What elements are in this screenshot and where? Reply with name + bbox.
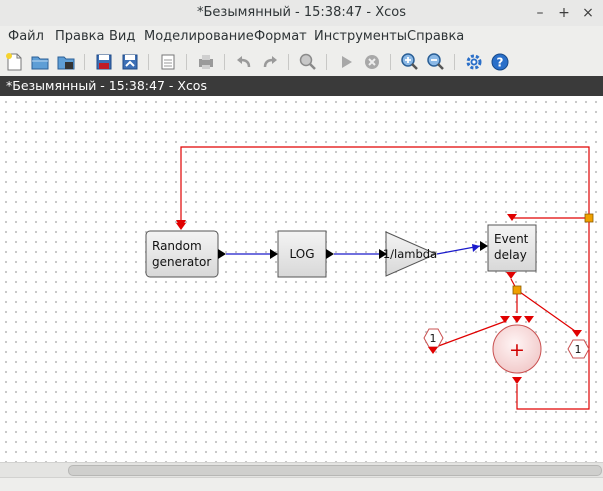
block-event-delay[interactable]: Event delay <box>480 214 537 279</box>
block-label: Random <box>152 239 202 253</box>
diagram-tab-title[interactable]: *Безымянный - 15:38:47 - Xcos <box>6 78 207 93</box>
output-port[interactable] <box>326 249 334 259</box>
stop-icon[interactable] <box>362 52 382 72</box>
block-label: Event <box>494 232 529 246</box>
close-button[interactable]: × <box>582 5 594 21</box>
print-icon[interactable] <box>158 52 178 72</box>
diagram-canvas[interactable]: Random generator LOG 1/lambda Event dela… <box>0 96 603 462</box>
menu-view[interactable]: Вид <box>109 29 136 44</box>
toolbar-separator <box>224 54 225 70</box>
block-label: + <box>509 339 525 361</box>
help-icon[interactable]: ? <box>490 52 510 72</box>
diagram-svg: Random generator LOG 1/lambda Event dela… <box>145 146 594 410</box>
split-point[interactable] <box>584 213 594 223</box>
block-const-left[interactable]: 1 <box>423 328 444 354</box>
event-link-sum-to-loop[interactable] <box>516 218 590 410</box>
zoom-fit-icon[interactable] <box>298 52 318 72</box>
event-input-port[interactable] <box>572 330 582 337</box>
redo-icon[interactable] <box>260 52 280 72</box>
menu-tools[interactable]: Инструменты <box>314 29 408 44</box>
scrollbar-thumb[interactable] <box>68 465 602 476</box>
block-gain[interactable]: 1/lambda <box>379 231 438 277</box>
block-label: 1 <box>430 332 437 345</box>
block-label: generator <box>152 255 211 269</box>
zoom-in-icon[interactable] <box>400 52 420 72</box>
menu-help[interactable]: Справка <box>407 29 465 44</box>
block-label: 1/lambda <box>383 247 437 261</box>
event-output-port[interactable] <box>506 272 516 279</box>
toolbar-separator <box>186 54 187 70</box>
new-doc-icon[interactable] <box>4 52 24 72</box>
save-as-icon[interactable] <box>120 52 140 72</box>
folder-open-icon[interactable] <box>30 52 50 72</box>
play-icon[interactable] <box>336 52 356 72</box>
input-port[interactable] <box>379 249 387 259</box>
menu-simulation[interactable]: Моделирование <box>144 29 254 44</box>
event-link-const-left-to-sum[interactable] <box>432 320 507 349</box>
event-output-port[interactable] <box>512 377 522 384</box>
menu-edit[interactable]: Правка <box>55 29 105 44</box>
block-summation[interactable]: + <box>492 316 542 384</box>
event-input-port[interactable] <box>524 316 534 323</box>
event-input-port[interactable] <box>512 316 522 323</box>
svg-text:?: ? <box>497 56 504 70</box>
window-title: *Безымянный - 15:38:47 - Xcos <box>196 5 406 20</box>
maximize-button[interactable]: + <box>558 5 570 21</box>
event-input-port[interactable] <box>507 214 517 221</box>
event-output-port[interactable] <box>428 347 438 354</box>
block-label: delay <box>494 248 527 262</box>
block-const-right[interactable]: 1 <box>567 330 590 359</box>
input-port[interactable] <box>270 249 278 259</box>
block-label: 1 <box>575 343 582 356</box>
printer-icon <box>196 52 216 72</box>
menu-file[interactable]: Файл <box>8 29 44 44</box>
block-random-generator[interactable]: Random generator <box>145 223 226 278</box>
window-titlebar: *Безымянный - 15:38:47 - Xcos – + × <box>0 0 603 27</box>
toolbar-separator <box>84 54 85 70</box>
gear-icon[interactable] <box>464 52 484 72</box>
toolbar-separator <box>288 54 289 70</box>
event-link-loop-to-random[interactable] <box>180 146 590 222</box>
horizontal-scrollbar[interactable] <box>0 462 603 477</box>
event-input-port[interactable] <box>176 223 186 230</box>
toolbar-separator <box>326 54 327 70</box>
toolbar-separator <box>454 54 455 70</box>
link-arrowhead <box>472 244 480 252</box>
toolbar-separator <box>148 54 149 70</box>
status-bar <box>0 477 603 491</box>
toolbar: ? <box>0 48 603 76</box>
minimize-button[interactable]: – <box>536 5 544 21</box>
menu-bar: Файл Правка Вид Моделирование Формат Инс… <box>0 26 603 48</box>
split-point[interactable] <box>512 285 522 295</box>
event-link-split-to-const-right[interactable] <box>516 289 576 332</box>
menu-format[interactable]: Формат <box>254 29 307 44</box>
event-input-port[interactable] <box>500 316 510 323</box>
output-port[interactable] <box>218 249 226 259</box>
folder-scilab-icon[interactable] <box>56 52 76 72</box>
diagram-tab-bar: *Безымянный - 15:38:47 - Xcos <box>0 76 603 96</box>
zoom-out-icon[interactable] <box>426 52 446 72</box>
save-icon[interactable] <box>94 52 114 72</box>
input-port[interactable] <box>480 241 488 251</box>
toolbar-separator <box>390 54 391 70</box>
block-label: LOG <box>289 247 314 261</box>
block-log[interactable]: LOG <box>270 230 334 278</box>
undo-icon[interactable] <box>234 52 254 72</box>
